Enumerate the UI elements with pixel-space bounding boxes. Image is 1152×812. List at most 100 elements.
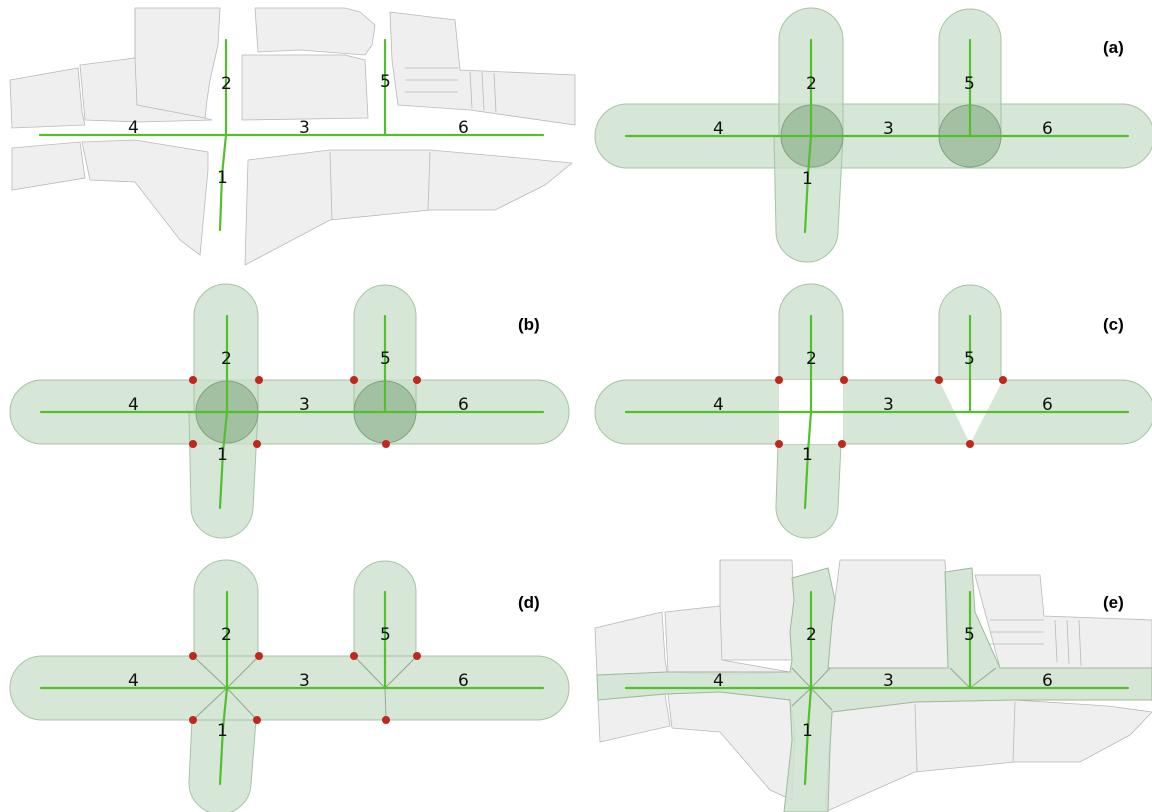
parcel (11, 141, 86, 191)
node-point (350, 652, 358, 660)
node-point (775, 440, 783, 448)
segment-label: 2 (806, 74, 817, 94)
spoke-line (791, 687, 812, 707)
parcel (79, 57, 213, 123)
segment-label: 5 (964, 74, 975, 94)
road-segment-2-1 (803, 590, 813, 786)
node-points (189, 652, 421, 724)
buffer-layer (594, 7, 1152, 263)
node-points (189, 376, 421, 448)
spoke-line (192, 655, 228, 689)
segment-label: 2 (806, 625, 817, 645)
parcel (974, 574, 1152, 669)
segment-label: 5 (380, 349, 391, 369)
segment-label: 1 (802, 445, 813, 465)
segment-labels: 2 5 4 3 6 1 (713, 625, 1053, 741)
node-point (382, 440, 390, 448)
road-network (39, 590, 545, 786)
spoke-line (226, 687, 258, 721)
panel-e: 2 5 4 3 6 1 (e) (594, 559, 1152, 812)
segment-label: 5 (964, 349, 975, 369)
panel-label: (e) (1103, 593, 1124, 612)
segment-label: 4 (128, 395, 139, 415)
panel-label: (a) (1103, 38, 1124, 57)
segment-label: 2 (221, 349, 232, 369)
node-point (255, 376, 263, 384)
buffer-layer (9, 559, 570, 812)
segment-label: 1 (802, 169, 813, 189)
segment-label: 2 (806, 349, 817, 369)
segment-label: 2 (221, 74, 232, 94)
segment-label: 4 (713, 395, 724, 415)
spoke-line (226, 655, 260, 689)
node-point (935, 376, 943, 384)
node-point (189, 440, 197, 448)
segment-label: 5 (380, 625, 391, 645)
spoke-line (791, 667, 812, 689)
parcel (241, 54, 369, 121)
tessellation-spokes (192, 655, 418, 721)
node-point (413, 376, 421, 384)
segment-label: 3 (883, 119, 894, 139)
segment-label: 6 (458, 395, 469, 415)
segment-label: 4 (128, 671, 139, 691)
segment-label: 6 (1042, 395, 1053, 415)
tessellation-buffer (596, 567, 1152, 812)
parcel (594, 611, 668, 676)
parcel (597, 693, 671, 743)
panel-base: 2 5 4 3 6 1 (9, 7, 576, 266)
segment-label: 5 (964, 625, 975, 645)
segment-labels: 2 5 4 3 6 1 (128, 625, 469, 741)
parcel-layer (9, 7, 576, 266)
road-network (624, 38, 1130, 234)
panel-label: (d) (518, 593, 540, 612)
panel-b: 2 5 4 3 6 1 (b) (9, 283, 570, 539)
segment-label: 3 (299, 671, 310, 691)
parcel (824, 699, 1152, 812)
segment-label: 6 (1042, 119, 1053, 139)
buffer-segment-1 (773, 135, 844, 263)
segment-label: 4 (128, 118, 139, 138)
node-point (189, 716, 197, 724)
segment-label: 4 (713, 671, 724, 691)
tessellated-buffer (596, 567, 1152, 812)
road-segment-2-1 (218, 38, 228, 232)
road-segment-2-1 (803, 38, 813, 234)
road-network (624, 314, 1130, 510)
segment-label: 4 (713, 119, 724, 139)
segment-label: 1 (217, 168, 228, 188)
road-segment-2-1 (803, 314, 813, 510)
spoke-line (949, 667, 971, 689)
node-points (775, 376, 1007, 448)
panel-label: (b) (518, 315, 540, 334)
segment-label: 3 (299, 395, 310, 415)
node-point (189, 376, 197, 384)
node-point (255, 652, 263, 660)
parcel (254, 7, 376, 56)
spoke-line (969, 667, 997, 689)
road-network (38, 38, 545, 232)
segment-label: 1 (802, 721, 813, 741)
segment-label: 1 (217, 721, 228, 741)
segment-label: 3 (883, 395, 894, 415)
segment-label: 6 (1042, 671, 1053, 691)
node-point (999, 376, 1007, 384)
parcel (244, 149, 574, 266)
buffer-segment-1 (188, 719, 257, 812)
spoke-line (192, 687, 228, 721)
parcel (9, 67, 86, 129)
tessellation-spokes (791, 667, 997, 711)
parcel (719, 559, 795, 661)
parcel (827, 559, 949, 669)
node-point (382, 716, 390, 724)
road-segment-2-1 (218, 590, 229, 786)
parcel (134, 7, 221, 121)
segment-labels: 2 5 4 3 6 1 (713, 349, 1053, 465)
road-segment-2-1 (218, 314, 229, 510)
segment-labels: 2 5 4 3 6 1 (713, 74, 1053, 189)
parcel-layer (594, 559, 1152, 812)
node-point (840, 376, 848, 384)
segment-labels: 2 5 4 3 6 1 (128, 72, 469, 188)
node-point (775, 376, 783, 384)
